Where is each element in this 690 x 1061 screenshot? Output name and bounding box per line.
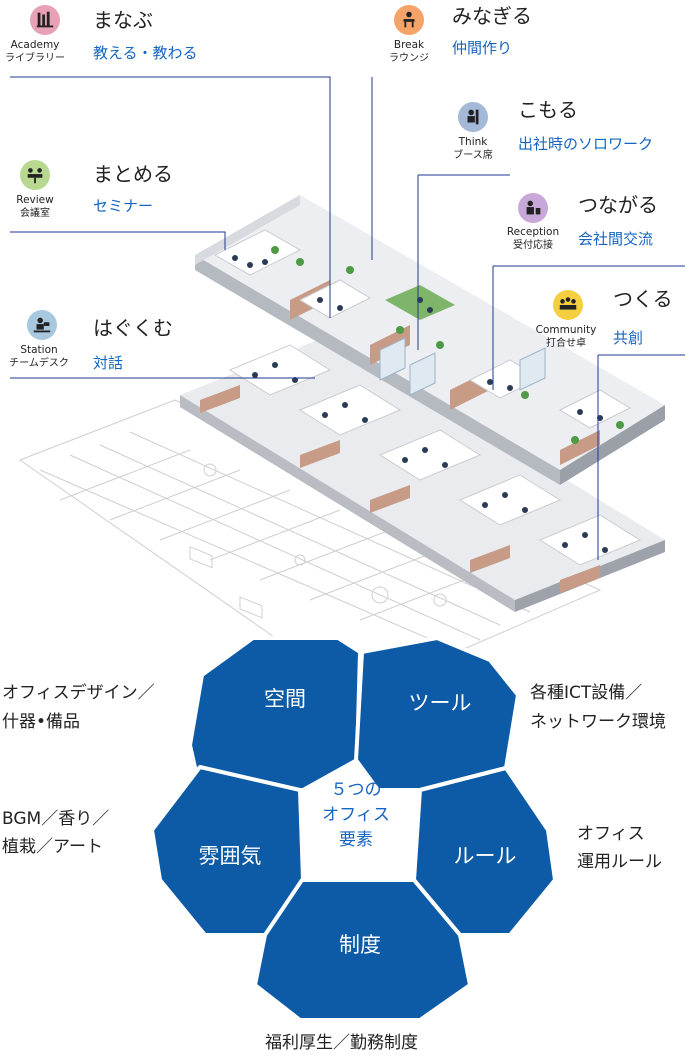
academy-jp-label: ライブラリー xyxy=(5,53,65,64)
review-subtitle: セミナー xyxy=(93,197,154,215)
upper-floor xyxy=(195,195,665,485)
review-en-label: Review xyxy=(16,194,54,206)
academy-title: まなぶ xyxy=(93,8,153,32)
space-hexagon xyxy=(188,636,362,792)
community-jp-label: 打合せ卓 xyxy=(546,338,586,349)
think-jp-label: ブース席 xyxy=(453,150,493,161)
break-en-label: Break xyxy=(393,39,425,51)
center-line-2: オフィス xyxy=(322,805,390,825)
break-title: みなぎる xyxy=(452,4,532,28)
system-label: 制度 xyxy=(339,933,381,957)
break-jp-label: ラウンジ xyxy=(389,53,429,64)
think-en-label: Think xyxy=(458,136,488,148)
review-title: まとめる xyxy=(93,162,173,186)
leader-lines xyxy=(10,76,685,560)
space-desc-line-1: オフィスデザイン／ xyxy=(2,683,155,703)
lounge-icon xyxy=(394,5,424,35)
lower-floor xyxy=(180,335,665,612)
review-jp-label: 会議室 xyxy=(20,208,50,219)
center-pentagon xyxy=(300,790,420,880)
rules-desc-line-2: 運用ルール xyxy=(577,852,662,872)
tools-label: ツール xyxy=(409,691,472,715)
think-subtitle: 出社時のソロワーク xyxy=(518,135,654,153)
space-desc-line-2: 什器•備品 xyxy=(2,712,81,732)
community-subtitle: 共創 xyxy=(613,329,644,347)
station-subtitle: 対話 xyxy=(93,354,124,372)
floor-plan-outline xyxy=(18,399,602,656)
meeting-icon xyxy=(20,160,50,190)
think-title: こもる xyxy=(518,98,578,122)
mood-desc-line-2: 植栽／アート xyxy=(2,837,103,857)
reception-title: つながる xyxy=(578,193,658,217)
station-en-label: Station xyxy=(20,344,58,356)
center-line-1: ５つの xyxy=(331,780,382,800)
rules-desc-line-1: オフィス xyxy=(577,824,645,844)
system-hexagon xyxy=(253,878,472,1022)
reception-en-label: Reception xyxy=(506,226,560,238)
reception-icon xyxy=(518,193,548,223)
community-title: つくる xyxy=(613,287,673,311)
academy-en-label: Academy xyxy=(10,39,60,51)
system-desc: 福利厚生／勤務制度 xyxy=(265,1033,418,1053)
reception-subtitle: 会社間交流 xyxy=(578,230,654,248)
rules-label: ルール xyxy=(454,844,517,868)
booth-icon xyxy=(458,102,488,132)
five-elements-diagram: 空間 ツール 雰囲気 ルール 制度 ５つの オフィス 要素 xyxy=(150,636,557,1022)
mood-label: 雰囲気 xyxy=(199,844,262,868)
office-floor-illustration xyxy=(10,76,685,656)
break-subtitle: 仲間作り xyxy=(452,39,513,57)
tools-desc-line-2: ネットワーク環境 xyxy=(530,712,666,732)
mood-desc-line-1: BGM／香り／ xyxy=(2,809,110,829)
tools-desc-line-1: 各種ICT設備／ xyxy=(530,683,643,703)
space-label: 空間 xyxy=(264,687,306,711)
team-icon xyxy=(553,290,583,320)
academy-subtitle: 教える・教わる xyxy=(93,44,198,62)
reception-jp-label: 受付応接 xyxy=(513,240,553,251)
station-jp-label: チームデスク xyxy=(9,358,69,369)
desk-icon xyxy=(27,310,57,340)
station-title: はぐくむ xyxy=(93,316,173,340)
center-line-3: 要素 xyxy=(339,830,373,850)
community-en-label: Community xyxy=(535,324,597,336)
books-icon xyxy=(30,5,60,35)
